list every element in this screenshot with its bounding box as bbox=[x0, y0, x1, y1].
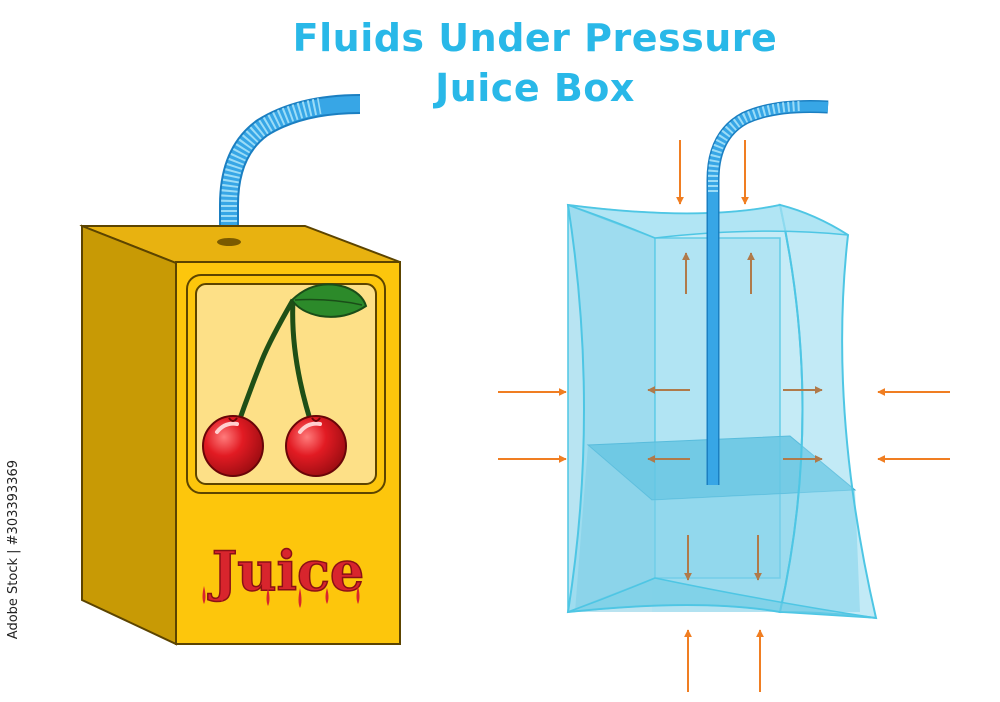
juice-carton: Juice bbox=[79, 94, 401, 646]
straw-icon bbox=[706, 99, 829, 485]
drips bbox=[202, 586, 360, 608]
carton-side bbox=[81, 224, 177, 646]
straw-icon bbox=[219, 94, 361, 244]
inside-pressure-arrows bbox=[647, 252, 823, 581]
title-line-2: Juice Box bbox=[435, 66, 635, 110]
outside-pressure-arrows bbox=[498, 140, 950, 692]
carton-label: Juice bbox=[208, 539, 365, 603]
title-line-1: Fluids Under Pressure bbox=[292, 16, 778, 60]
cherry-icon bbox=[202, 283, 368, 477]
container-diagram bbox=[498, 99, 950, 692]
